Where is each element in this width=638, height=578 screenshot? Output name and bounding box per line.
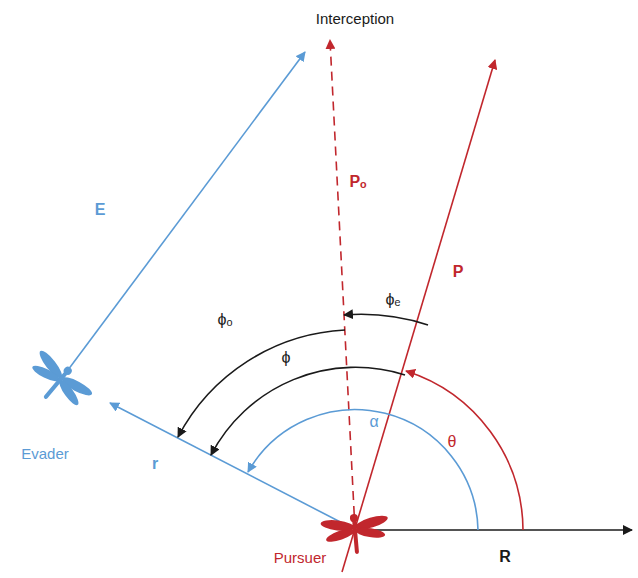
theta-arc [406,371,523,530]
title-label: Interception [316,11,394,26]
agent-label: Pursuer [274,550,327,565]
interception-heading [330,40,355,530]
pursuer-dragonfly [319,511,392,557]
phi-e-arc [344,314,428,325]
angle-label: ϕ [282,350,291,366]
evader-heading [62,52,305,378]
angle-label: ϕₑ [386,292,401,308]
vector-label: P [453,264,464,280]
reference-axis [355,529,632,531]
phi-o-arc [178,330,345,437]
agent-label: Evader [21,446,69,461]
range-vector [110,403,350,527]
phi-arc [211,367,405,455]
vector-label: Pₒ [349,174,366,190]
angle-label: α [369,414,378,430]
vector-label: R [499,549,511,565]
evader-dragonfly [18,345,97,420]
angle-label: ϕₒ [218,312,233,328]
alpha-arc [248,410,478,530]
vector-label: E [95,202,106,218]
vector-label: r [152,456,158,472]
angle-label: θ [448,434,457,450]
